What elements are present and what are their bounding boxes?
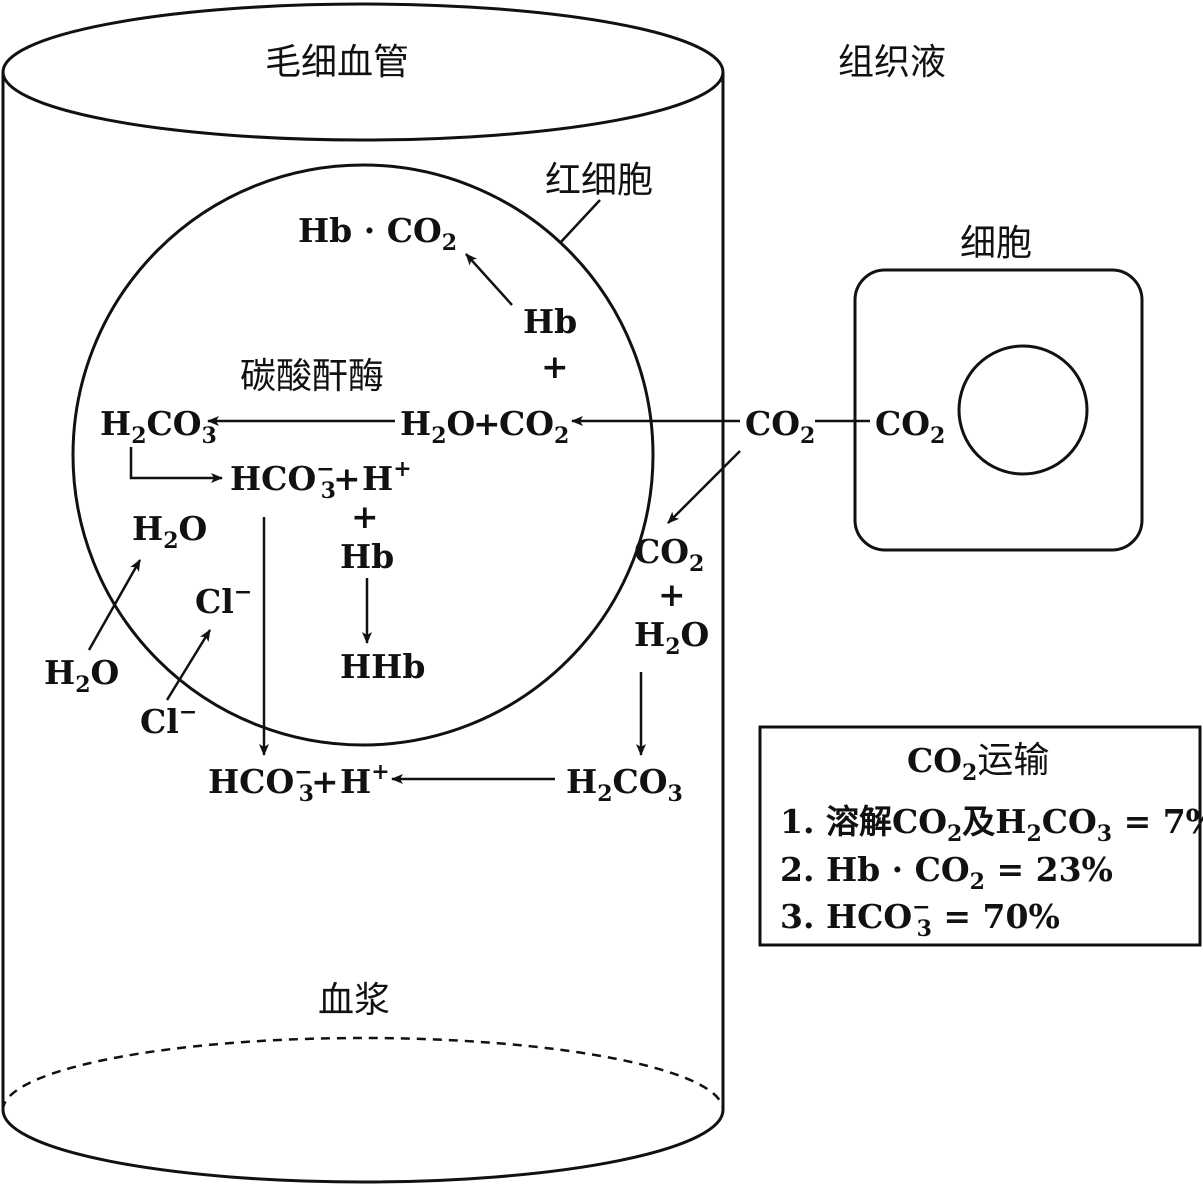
arrow-co2-into-plasma bbox=[667, 450, 741, 524]
h2co3-formula: H2CO3 bbox=[100, 404, 217, 449]
legend-frame bbox=[758, 725, 1202, 947]
co2-formula: CO2 bbox=[745, 404, 815, 449]
h2o-formula: H2O bbox=[400, 404, 475, 449]
arrow-cl-into-rbc bbox=[165, 629, 212, 701]
tissue-cell bbox=[853, 268, 1144, 552]
h2co3-formula: H2CO3 bbox=[566, 762, 683, 807]
plus-sign: + bbox=[351, 497, 379, 536]
hco3-formula: HCO−3 bbox=[208, 759, 314, 807]
tissue-fluid-label: 组织液 bbox=[838, 42, 946, 83]
plus-sign: + bbox=[541, 347, 569, 386]
plasma-label: 血浆 bbox=[318, 980, 390, 1021]
h-plus-formula: H+ bbox=[340, 759, 390, 801]
enzyme-label: 碳酸酐酶 bbox=[240, 356, 384, 397]
co2-formula: CO2 bbox=[634, 532, 704, 577]
capillary-vessel bbox=[1, 2, 725, 1184]
co2-formula: CO2 bbox=[875, 404, 945, 449]
hhb-formula: HHb bbox=[340, 647, 425, 686]
arrow-h2o-into-rbc bbox=[87, 559, 142, 651]
plus-sign: + bbox=[658, 575, 686, 614]
hco3-formula: HCO−3 bbox=[230, 456, 336, 504]
h2o-formula: H2O bbox=[132, 509, 207, 554]
co2-transport-legend: CO2运输 1. 溶解CO2及H2CO3 = 7% 2. Hb · CO2 = … bbox=[758, 725, 1203, 947]
h2o-formula: H2O bbox=[44, 653, 119, 698]
cl-minus-formula: Cl− bbox=[195, 579, 252, 621]
rbc-leader-line bbox=[559, 199, 601, 244]
legend-line-3: 3. HCO−3 = 70% bbox=[780, 894, 1060, 942]
cell-label: 细胞 bbox=[960, 223, 1032, 264]
plus-sign: + bbox=[311, 762, 339, 801]
arrow-hb-to-hbco2 bbox=[465, 253, 513, 306]
h-plus-formula: H+ bbox=[362, 456, 412, 498]
capillary-bottom-front bbox=[1, 1109, 725, 1184]
legend-line-1: 1. 溶解CO2及H2CO3 = 7% bbox=[780, 802, 1203, 847]
cl-minus-formula: Cl− bbox=[140, 699, 197, 741]
plus-sign: + bbox=[473, 404, 501, 443]
cell-nucleus bbox=[957, 344, 1089, 476]
hb-reactant: Hb bbox=[340, 537, 394, 576]
red-blood-cell bbox=[71, 163, 655, 747]
plus-sign: + bbox=[333, 459, 361, 498]
arrow-h2co3-dissociation bbox=[129, 447, 223, 483]
hb-reactant: Hb bbox=[523, 302, 577, 341]
red-blood-cell-label: 红细胞 bbox=[545, 160, 653, 201]
capillary-bottom-back bbox=[1, 1036, 725, 1111]
capillary-label: 毛细血管 bbox=[265, 42, 409, 83]
legend-line-2: 2. Hb · CO2 = 23% bbox=[780, 850, 1113, 895]
legend-title: CO2运输 bbox=[907, 740, 1049, 786]
reaction-arrows bbox=[87, 253, 741, 784]
hb-co2-formula: Hb · CO2 bbox=[298, 211, 457, 256]
h2o-formula: H2O bbox=[634, 615, 709, 660]
co2-formula: CO2 bbox=[499, 404, 569, 449]
